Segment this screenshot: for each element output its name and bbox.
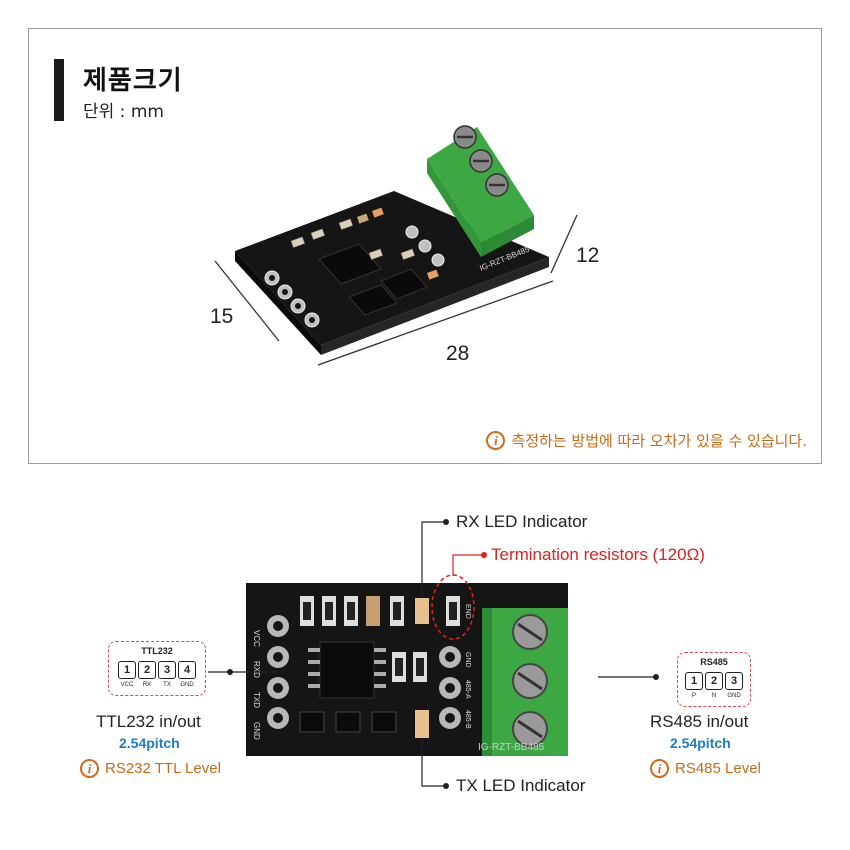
ttl-label: TTL232 in/out	[96, 712, 201, 731]
rs485-level: i RS485 Level	[650, 759, 761, 778]
termination-leader	[452, 554, 484, 576]
tx-led	[415, 710, 429, 738]
board-silk-label: IG-RZT-BB485	[478, 742, 545, 753]
dim-depth: 15	[210, 305, 234, 328]
termination-resistor	[449, 602, 457, 620]
info-icon: i	[486, 431, 506, 450]
size-panel: 제품크기 단위 : mm	[28, 28, 822, 464]
tx-led-leader	[421, 738, 446, 787]
termination-highlight	[431, 574, 475, 640]
ttl232-pin-box: TTL232 1 2 3 4 VCC RX TX GND	[108, 641, 206, 696]
section-title: 제품크기	[83, 66, 183, 96]
rs485-pin-box: RS485 1 2 3 P N GND	[677, 652, 751, 707]
ttl-level-text: RS232 TTL Level	[105, 760, 221, 777]
termination-label: Termination resistors (120Ω)	[491, 545, 705, 564]
dim-line-height	[550, 214, 578, 274]
measurement-notice: i 측정하는 방법에 따라 오차가 있을 수 있습니다.	[486, 430, 807, 451]
rs485-pitch: 2.54pitch	[670, 735, 731, 751]
silk-rxd: RXD	[252, 661, 261, 678]
rx-led-leader	[421, 521, 446, 598]
ttl-pin-1: 1	[118, 661, 136, 679]
rx-led-label: RX LED Indicator	[456, 512, 588, 531]
ttl-pin-name: TX	[163, 682, 171, 688]
ttl-pin-4: 4	[178, 661, 196, 679]
rs485-pin-name: GND	[727, 693, 741, 699]
rs485-level-text: RS485 Level	[675, 760, 761, 777]
dim-height: 12	[576, 244, 600, 267]
silk-485-gnd: GND	[464, 652, 471, 668]
rs485-box-title: RS485	[700, 657, 728, 667]
ttl232-box-title: TTL232	[141, 646, 173, 656]
rs485-pin-name: N	[711, 693, 717, 699]
smd-row	[300, 596, 460, 626]
ttl-pitch: 2.54pitch	[119, 735, 180, 751]
silk-485-b: 485-B	[464, 710, 471, 729]
board-3d-illustration: IG-RZT-BB485	[214, 125, 578, 366]
silk-vcc: VCC	[252, 630, 261, 647]
rs485-label: RS485 in/out	[650, 712, 749, 731]
info-icon: i	[650, 759, 669, 778]
ttl-pin-name: GND	[180, 682, 194, 688]
left-header	[267, 615, 289, 729]
rs485-pin-3: 3	[725, 672, 743, 690]
notice-text: 측정하는 방법에 따라 오차가 있을 수 있습니다.	[511, 432, 807, 450]
rs485-pin-name: P	[691, 693, 696, 699]
rx-led	[415, 598, 429, 624]
silk-txd: TXD	[252, 692, 261, 708]
ttl-pin-name: VCC	[120, 682, 134, 688]
silk-gnd: GND	[252, 722, 261, 740]
rs485-pin-1: 1	[685, 672, 703, 690]
unit-label: 단위 : mm	[83, 102, 164, 122]
dim-line-width	[317, 280, 554, 366]
ttl-pin-name: RX	[142, 682, 152, 688]
tx-led-label: TX LED Indicator	[456, 776, 586, 795]
ttl-pin-2: 2	[138, 661, 156, 679]
rs485-pin-2: 2	[705, 672, 723, 690]
right-header	[439, 646, 461, 729]
ttl-pin-3: 3	[158, 661, 176, 679]
terminal-block	[427, 127, 534, 243]
silk-485-a: 485-A	[464, 680, 471, 699]
dim-width: 28	[446, 342, 470, 365]
title-accent-bar	[54, 59, 64, 121]
silk-end: END	[464, 604, 471, 619]
dim-line-depth	[214, 260, 280, 342]
ic-chip	[319, 641, 375, 699]
ttl-level: i RS232 TTL Level	[80, 759, 221, 778]
ic-chip	[318, 243, 382, 285]
info-icon: i	[80, 759, 99, 778]
